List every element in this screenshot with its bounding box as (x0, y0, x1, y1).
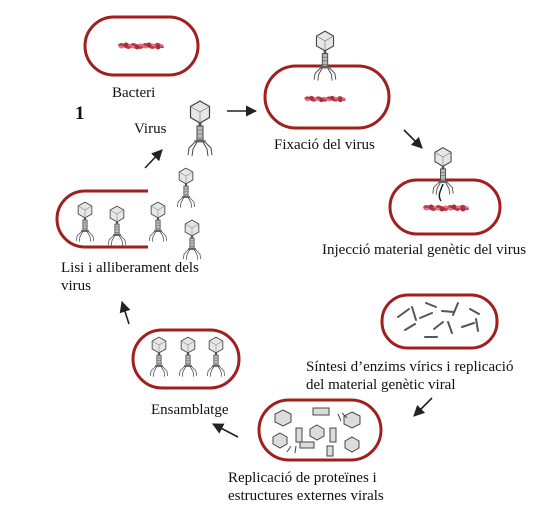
label-lysis-line1: Lisi i alliberament dels (61, 260, 199, 276)
label-virus: Virus (134, 121, 167, 137)
arrow-assembly-to-lysis (119, 300, 131, 325)
arrow-lysis-to-virus (144, 149, 163, 169)
figure-number: 1 (75, 103, 85, 124)
label-replication-line2: estructures externes virals (228, 488, 384, 504)
assembly-cell (131, 328, 241, 390)
replication-cell (257, 398, 383, 462)
cycle-arrows (119, 105, 433, 438)
bacterium-cell (83, 15, 200, 77)
injection-cell (388, 147, 502, 236)
arrow-attachment-to-injection (403, 129, 423, 149)
label-replication-line1: Replicació de proteïnes i (228, 470, 377, 486)
label-attachment: Fixació del virus (274, 137, 375, 153)
lysis-cell (55, 167, 202, 261)
label-synthesis-line2: del material genètic viral (306, 377, 456, 393)
free-virus (187, 100, 213, 157)
label-bacterium: Bacteri (112, 85, 156, 101)
label-synthesis-line1: Síntesi d’enzims vírics i replicació (306, 359, 514, 375)
label-assembly: Ensamblatge (151, 402, 229, 418)
arrow-replication-to-assembly (212, 423, 239, 438)
attachment-cell (263, 30, 391, 130)
label-injection: Injecció material genètic del virus (322, 242, 527, 258)
label-lysis-line2: virus (61, 278, 91, 294)
arrow-synthesis-to-replication (413, 397, 433, 417)
synthesis-cell (380, 293, 499, 350)
